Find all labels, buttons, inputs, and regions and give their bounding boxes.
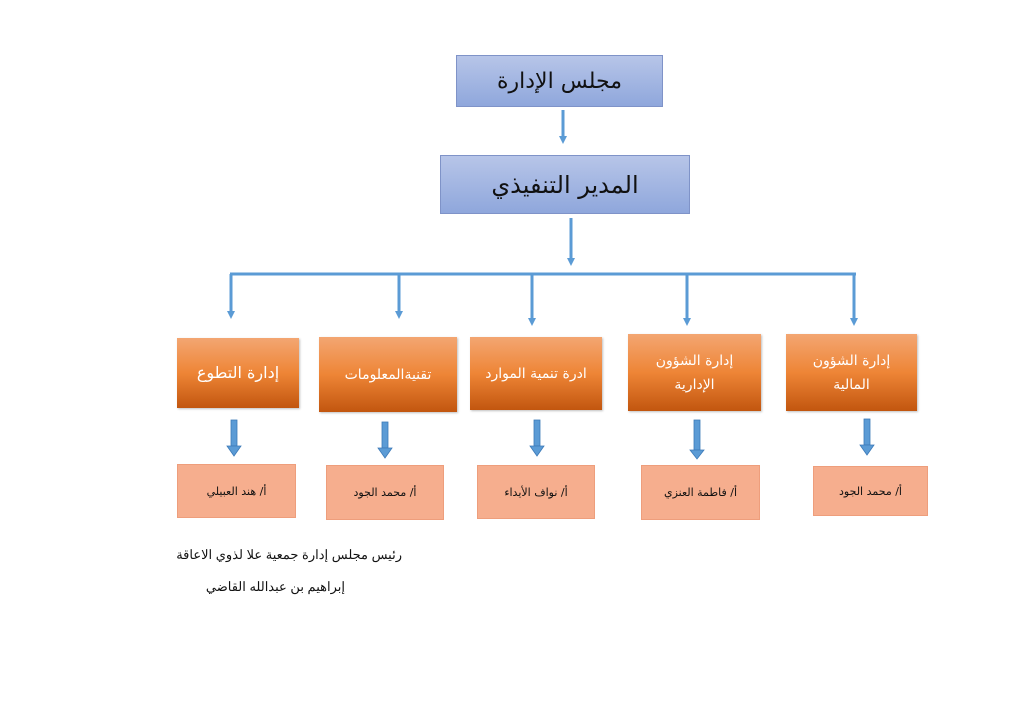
department-label: إدارة الشؤون الإدارية <box>655 352 734 393</box>
head-administrative: أ/ فاطمة العنزي <box>641 465 760 520</box>
executive-box: المدير التنفيذي <box>440 155 690 214</box>
board-label: مجلس الإدارة <box>496 68 623 94</box>
department-label: تقنيةالمعلومات <box>344 366 432 383</box>
head-name: أ/ محمد الجود <box>353 486 417 499</box>
department-financial: إدارة الشؤون المالية <box>786 334 917 411</box>
head-resources: أ/ نواف الأيداء <box>477 465 595 519</box>
signature-name: إبراهيم بن عبدالله القاضي <box>205 579 345 594</box>
department-it: تقنيةالمعلومات <box>319 337 457 412</box>
head-financial: أ/ محمد الجود <box>813 466 928 516</box>
head-it: أ/ محمد الجود <box>326 465 444 520</box>
department-label: ادرة تنمية الموارد <box>485 365 587 382</box>
department-volunteering: إدارة التطوع <box>177 338 299 408</box>
department-label: إدارة التطوع <box>196 363 280 382</box>
executive-label: المدير التنفيذي <box>491 170 639 199</box>
arrow-to-head-5 <box>859 418 875 456</box>
department-label: إدارة الشؤون المالية <box>812 352 891 393</box>
arrow-to-head-4 <box>689 419 705 460</box>
department-administrative: إدارة الشؤون الإدارية <box>628 334 761 411</box>
head-name: أ/ هند العبيلي <box>206 484 267 498</box>
head-name: أ/ نواف الأيداء <box>504 485 568 499</box>
arrow-to-head-3 <box>529 419 545 457</box>
department-resources: ادرة تنمية الموارد <box>470 337 602 410</box>
board-box: مجلس الإدارة <box>456 55 663 107</box>
head-name: أ/ محمد الجود <box>839 484 902 498</box>
arrow-to-head-1 <box>226 419 242 457</box>
arrow-to-head-2 <box>377 421 393 459</box>
head-volunteering: أ/ هند العبيلي <box>177 464 296 518</box>
signature-title: رئيس مجلس إدارة جمعية علا لذوي الاعاقة <box>176 547 402 562</box>
head-name: أ/ فاطمة العنزي <box>663 486 738 499</box>
